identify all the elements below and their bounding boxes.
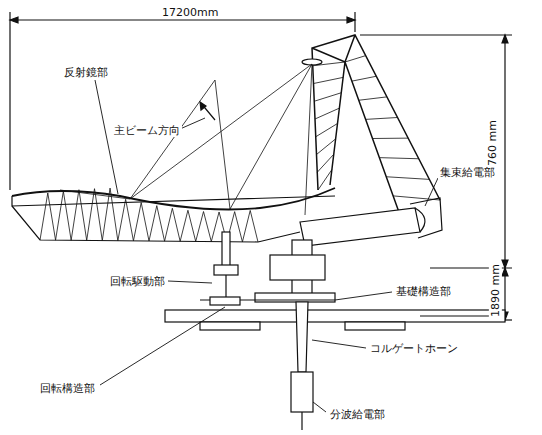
feed-tube bbox=[300, 198, 442, 246]
beam-arrow bbox=[200, 102, 215, 120]
part-label: 回転構造部 bbox=[38, 382, 97, 395]
part-label: 集束給電部 bbox=[438, 166, 497, 179]
ray-lines bbox=[60, 64, 312, 215]
reflector-surface bbox=[12, 188, 335, 210]
feed-arm bbox=[312, 35, 440, 215]
dimension-label: 1890 mm bbox=[489, 262, 502, 319]
direction-label: 主ビーム方向 bbox=[112, 124, 182, 137]
width-dimension bbox=[10, 12, 355, 190]
dimension-label: 17200mm bbox=[160, 6, 220, 19]
part-label: コルゲートホーン bbox=[368, 342, 460, 355]
reflector-rim bbox=[12, 196, 335, 206]
corrugated-horn bbox=[291, 302, 313, 430]
part-label: 回転駆動部 bbox=[108, 275, 167, 288]
part-label: 反射鏡部 bbox=[62, 66, 110, 79]
part-label: 分波給電部 bbox=[328, 408, 387, 421]
pedestal bbox=[200, 232, 335, 305]
part-label: 基礎構造部 bbox=[394, 285, 453, 298]
leader-lines bbox=[95, 80, 438, 412]
height-dimension bbox=[360, 35, 512, 320]
